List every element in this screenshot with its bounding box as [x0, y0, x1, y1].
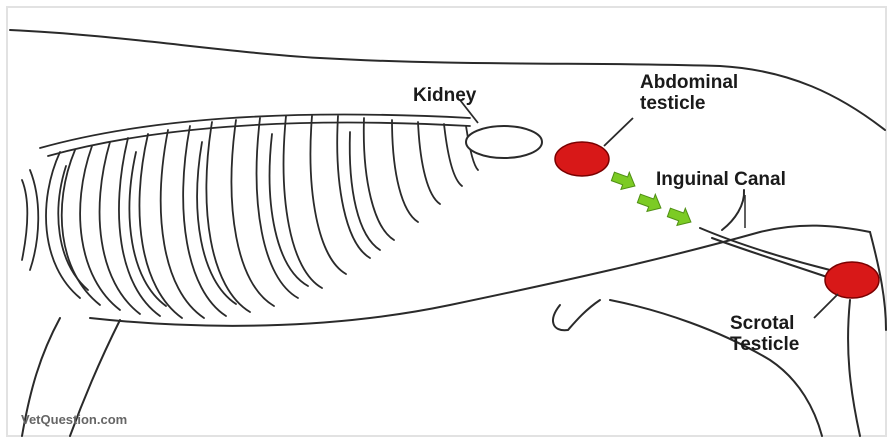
- abdominal-testicle-label: Abdominal testicle: [640, 72, 738, 115]
- scrotal-testicle-label-line-2: Testicle: [730, 334, 799, 355]
- kidney-shape: [466, 126, 542, 158]
- abdominal-testicle-label-line-2: testicle: [640, 93, 738, 114]
- scrotal-testicle-label: Scrotal Testicle: [730, 313, 799, 356]
- watermark-text: VetQuestion.com: [21, 412, 127, 427]
- scrotal-testicle-label-line-1: Scrotal: [730, 313, 799, 334]
- abdominal-testicle: [555, 142, 609, 176]
- inguinal-canal-label: Inguinal Canal: [656, 169, 786, 190]
- abdominal-testicle-label-line-1: Abdominal: [640, 72, 738, 93]
- image-border: [7, 7, 886, 436]
- kidney-label: Kidney: [413, 85, 476, 106]
- scrotal-testicle: [825, 262, 879, 298]
